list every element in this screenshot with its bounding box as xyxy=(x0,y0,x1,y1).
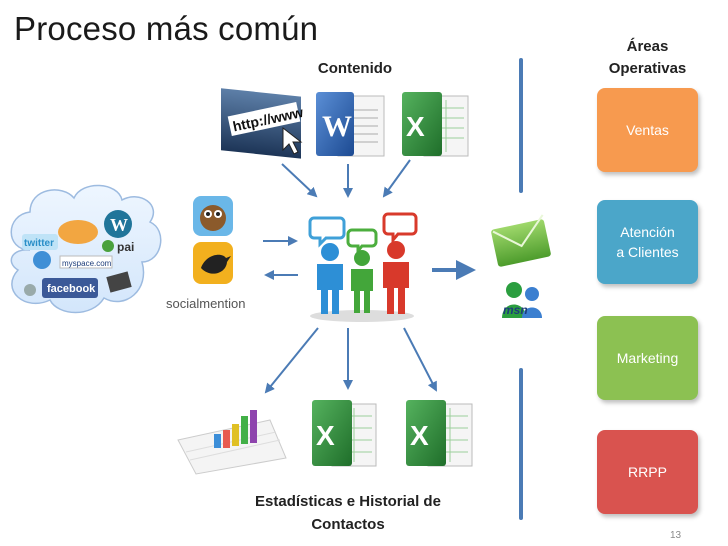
content-label: Contenido xyxy=(317,60,393,77)
stats-label-line2: Contactos xyxy=(311,516,385,533)
phone-icon xyxy=(106,271,132,293)
svg-text:W: W xyxy=(322,110,352,143)
excel-icon-bottom-2: X xyxy=(406,400,473,467)
area-marketing: Marketing xyxy=(597,316,698,400)
social-networks-cloud: W twitter myspace.com pai facebook xyxy=(10,184,162,314)
area-atencion-label-2: a Clientes xyxy=(616,244,679,260)
svg-text:twitter: twitter xyxy=(24,238,54,249)
divider-top xyxy=(519,58,523,193)
area-rrpp: RRPP xyxy=(597,430,698,514)
svg-text:W: W xyxy=(110,215,128,235)
arrow-url-to-people xyxy=(281,163,318,198)
stats-label-line1: Estadísticas e Historial de xyxy=(255,493,441,510)
owl-app-icon xyxy=(193,196,233,236)
page-number: 13 xyxy=(670,530,682,541)
excel-icon-bottom-1: X xyxy=(312,400,377,467)
page-title: Proceso más común xyxy=(14,10,319,47)
area-atencion-label-1: Atención xyxy=(620,224,675,240)
areas-header-line1: Áreas xyxy=(626,38,669,55)
chat-bubble-icon xyxy=(58,220,98,244)
divider-bottom xyxy=(519,368,523,520)
area-atencion-clientes: Atención a Clientes xyxy=(597,200,698,284)
twitter-logo xyxy=(22,234,58,250)
ping-icon xyxy=(102,240,114,252)
svg-text:facebook: facebook xyxy=(47,283,96,295)
url-browser-icon: http://www xyxy=(221,88,305,159)
svg-text:X: X xyxy=(316,420,335,451)
areas-header: Áreas Operativas xyxy=(595,36,700,80)
areas-header-line2: Operativas xyxy=(608,60,687,77)
arrow-people-to-excel-2 xyxy=(403,327,437,392)
myspace-logo xyxy=(59,255,113,269)
area-ventas-label: Ventas xyxy=(626,122,669,138)
svg-text:msn: msn xyxy=(503,303,528,317)
svg-text:pai: pai xyxy=(117,240,134,254)
socialmention-logo: socialmention xyxy=(166,296,246,311)
facebook-logo xyxy=(42,278,98,298)
stats-label: Estadísticas e Historial de Contactos xyxy=(228,490,468,536)
small-globe-icon xyxy=(24,284,36,296)
people-group-icon xyxy=(308,212,418,322)
area-ventas: Ventas xyxy=(597,88,698,172)
arrow-excel-to-people xyxy=(382,159,411,198)
svg-text:X: X xyxy=(406,111,425,142)
wordpress-icon xyxy=(104,210,132,238)
email-icon xyxy=(491,214,551,267)
area-rrpp-label: RRPP xyxy=(628,464,667,480)
bird-app-icon xyxy=(193,242,233,284)
area-marketing-label: Marketing xyxy=(616,350,679,366)
excel-icon-top: X xyxy=(402,92,469,157)
svg-text:myspace.com: myspace.com xyxy=(62,259,112,268)
bar-chart-icon xyxy=(177,410,287,475)
bird-icon xyxy=(33,251,51,269)
msn-messenger-icon: msn xyxy=(502,282,542,318)
word-doc-icon: W xyxy=(316,92,385,157)
svg-text:X: X xyxy=(410,420,429,451)
arrow-people-to-chart xyxy=(264,327,319,394)
